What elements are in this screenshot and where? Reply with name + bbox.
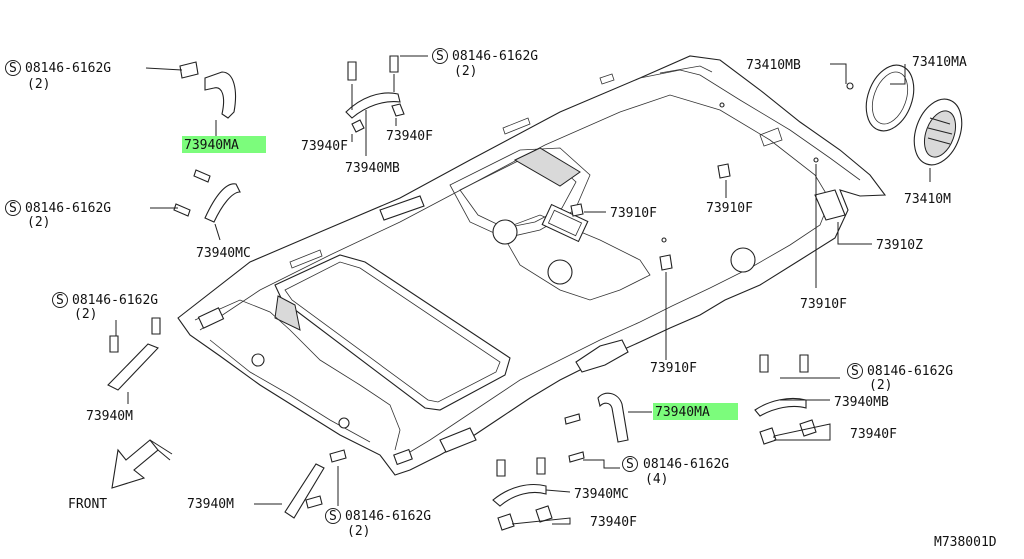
callout-73940f: 73940F [386,129,433,144]
callout-73410mb: 73410MB [746,58,801,73]
headlining-panel [177,55,887,476]
svg-text:S: S [436,49,444,64]
part-number: 08146-6162G [25,61,111,76]
callout-73940f: 73940F [590,515,637,530]
part-number: 73940MA [655,405,710,420]
callout-73910f: 73910F [706,201,753,216]
callout-73940ma-highlighted: 73940MA [182,136,266,153]
part-number: 08146-6162G [643,457,729,472]
front-label: FRONT [68,497,107,512]
part-number: 73940MA [184,138,239,153]
svg-text:S: S [9,61,17,76]
callout-labels: S 08146-6162G (2) 73940MA S 08146-6162G … [5,48,997,550]
part-number: 08146-6162G [867,364,953,379]
svg-text:S: S [851,364,859,379]
quantity: (2) [347,524,370,539]
quantity: (2) [454,64,477,79]
callout-screw-08146-6162g: S 08146-6162G (2) [5,200,111,230]
front-direction-arrow: FRONT [68,439,173,512]
callout-73410ma: 73410MA [912,55,967,70]
screw-symbol-icon [5,200,21,216]
callout-screw-08146-6162g: S 08146-6162G (2) [432,48,538,79]
callout-screw-08146-6162g: S 08146-6162G (2) [5,60,111,92]
callout-73940mc: 73940MC [196,246,251,261]
callout-73940m: 73940M [187,497,234,512]
screw-symbol-icon [5,60,21,76]
callout-73940f: 73940F [850,427,897,442]
callout-73910z: 73910Z [876,238,923,253]
callout-73910f: 73910F [610,206,657,221]
quantity: (2) [27,215,50,230]
part-number: 08146-6162G [452,49,538,64]
callout-screw-08146-6162g: S 08146-6162G (2) [847,363,953,393]
callout-73910f: 73910F [650,361,697,376]
callout-73940f: 73940F [301,139,348,154]
highlight-box [653,403,738,420]
callout-73940mb: 73940MB [345,161,400,176]
part-number: 08146-6162G [72,293,158,308]
screw-symbol-icon [622,456,638,472]
screw-symbol-icon [325,508,341,524]
part-number: 08146-6162G [25,201,111,216]
callout-screw-08146-6162g: S 08146-6162G (2) [325,508,431,539]
screw-symbol-icon [847,363,863,379]
callout-73940mc: 73940MC [574,487,629,502]
callout-73940m: 73940M [86,409,133,424]
callout-73410m: 73410M [904,192,951,207]
screw-symbol-icon [52,292,68,308]
part-number: 08146-6162G [345,509,431,524]
quantity: (2) [27,77,50,92]
leader-lines [115,55,931,525]
callout-73940ma-highlighted: 73940MA [653,403,738,420]
callout-screw-08146-6162g: S 08146-6162G (4) [622,456,729,487]
svg-text:S: S [626,457,634,472]
quantity: (2) [869,378,892,393]
callout-screw-08146-6162g: S 08146-6162G (2) [52,292,158,322]
svg-text:S: S [9,201,17,216]
screw-symbol-icon [432,48,448,64]
highlight-box [182,136,266,153]
svg-text:S: S [329,509,337,524]
callout-73910f: 73910F [800,297,847,312]
quantity: (2) [74,307,97,322]
callout-73940mb: 73940MB [834,395,889,410]
svg-text:S: S [56,293,64,308]
quantity: (4) [645,472,668,487]
small-parts [107,55,963,531]
diagram-code: M738001D [934,535,997,550]
